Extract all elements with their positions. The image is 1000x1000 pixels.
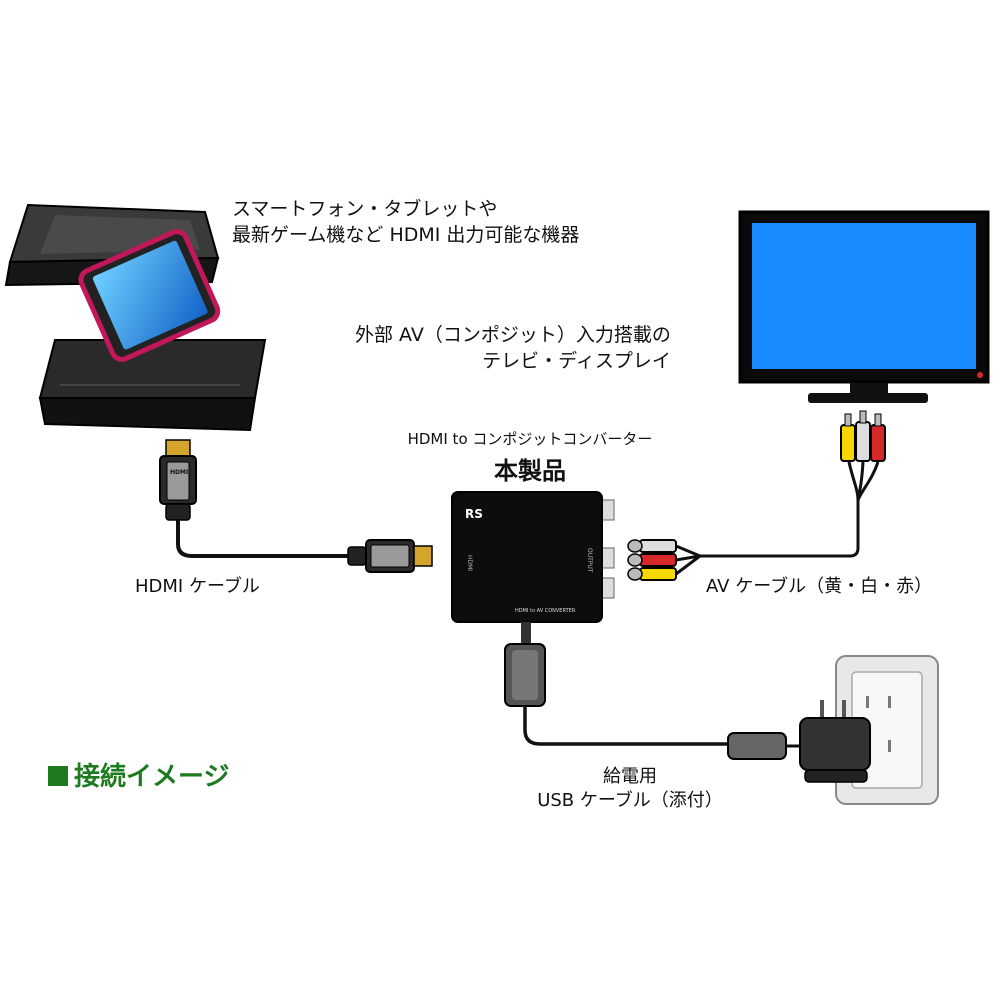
hdmi-cable [176, 520, 348, 558]
device-port-right-label: OUTPUT [586, 548, 593, 573]
usb-cable-plug-icon [727, 732, 787, 760]
smartphone-icon [78, 229, 221, 362]
tv-icon [738, 210, 990, 403]
ac-adapter-icon [799, 700, 871, 783]
rca-plugs-converter-icon [627, 539, 677, 581]
source-label-line1: スマートフォン・タブレットや [232, 198, 498, 220]
legend-square-icon [48, 766, 68, 786]
usb-cable [523, 706, 730, 746]
diagram-legend: 接続イメージ [48, 756, 229, 793]
tv-label-line2: テレビ・ディスプレイ [482, 350, 671, 372]
usb-plug-icon [504, 622, 546, 707]
hdmi-plug-mark: HDMI [170, 469, 188, 476]
rca-plugs-tv-icon [840, 410, 886, 501]
product-label: HDMI to コンポジットコンバーター 本製品 [365, 428, 695, 486]
device-model-label: HDMI to AV CONVERTER [515, 608, 576, 614]
product-title: 本製品 [494, 457, 566, 485]
source-devices-label: スマートフォン・タブレットや 最新ゲーム機など HDMI 出力可能な機器 [232, 196, 579, 248]
tv-label: 外部 AV（コンポジット）入力搭載の テレビ・ディスプレイ [355, 322, 671, 374]
av-cable [700, 500, 860, 558]
converter-device: RS HDMI OUTPUT HDMI to AV CONVERTER [451, 491, 615, 623]
hdmi-plug-converter-icon [347, 539, 433, 573]
device-port-left-label: HDMI [466, 555, 473, 571]
device-logo: RS [465, 507, 483, 521]
legend-text: 接続イメージ [74, 762, 230, 792]
tv-label-line1: 外部 AV（コンポジット）入力搭載の [355, 324, 671, 346]
usb-label-line2: USB ケーブル（添付） [537, 790, 723, 811]
hdmi-plug-source-icon: HDMI [159, 439, 197, 521]
av-cable-label: AV ケーブル（黄・白・赤） [706, 576, 933, 597]
hdmi-cable-label: HDMI ケーブル [135, 576, 260, 597]
source-label-line2: 最新ゲーム機など HDMI 出力可能な機器 [232, 224, 580, 246]
product-subtitle: HDMI to コンポジットコンバーター [407, 430, 653, 448]
usb-label-line1: 給電用 [603, 766, 657, 787]
usb-cable-label: 給電用 USB ケーブル（添付） [500, 765, 760, 813]
